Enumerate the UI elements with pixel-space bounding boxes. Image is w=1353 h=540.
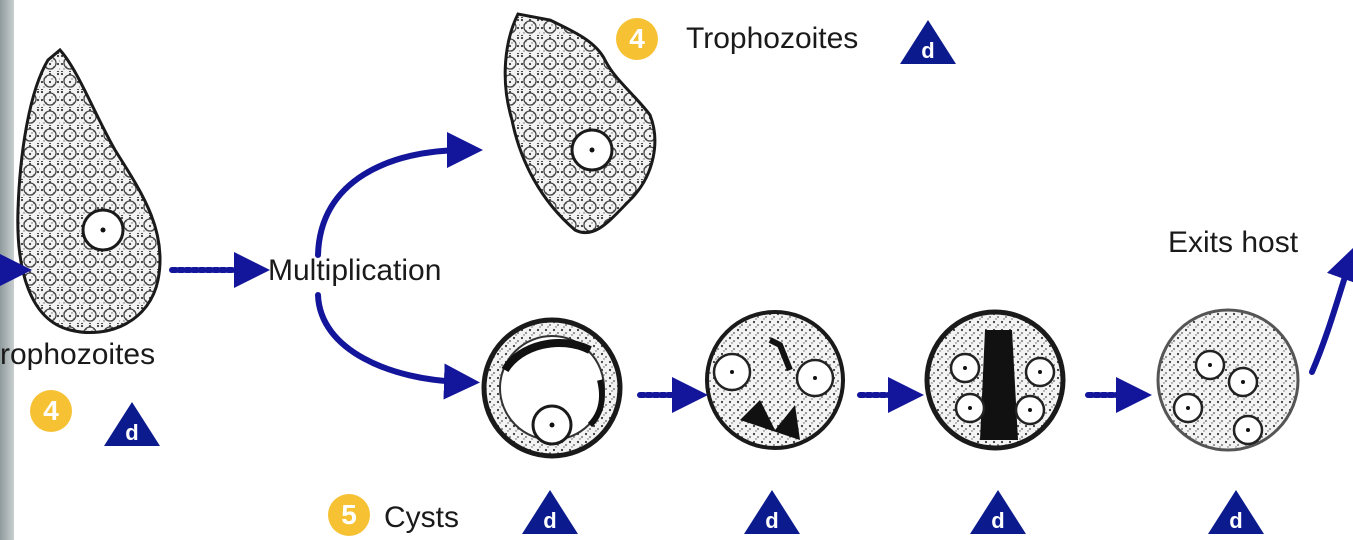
diagnostic-triangle-icon: d xyxy=(1206,488,1266,536)
trophozoite-left xyxy=(18,50,160,333)
diagnostic-triangle-icon: d xyxy=(102,400,162,448)
label-trophozoites-left: rophozoites xyxy=(0,340,155,370)
arrow-to-trophozoites xyxy=(318,150,465,255)
label-trophozoites-top: Trophozoites xyxy=(686,24,858,54)
diagnostic-label: d xyxy=(1206,510,1266,532)
diagnostic-label: d xyxy=(968,510,1028,532)
arrow-to-cysts xyxy=(318,295,462,382)
label-cysts: Cysts xyxy=(384,503,459,533)
arrow-exits-host xyxy=(1312,262,1350,372)
diagnostic-label: d xyxy=(898,40,958,62)
cyst-2 xyxy=(707,312,843,448)
cyst-1 xyxy=(484,320,620,456)
diagnostic-triangle-icon: d xyxy=(742,488,802,536)
diagnostic-label: d xyxy=(742,510,802,532)
diagnostic-label: d xyxy=(102,422,162,444)
diagnostic-triangle-icon: d xyxy=(520,488,580,536)
label-multiplication: Multiplication xyxy=(268,256,441,286)
cyst-4 xyxy=(1158,310,1298,450)
diagnostic-label: d xyxy=(520,510,580,532)
stage-badge-4-left: 4 xyxy=(30,390,72,432)
diagnostic-triangle-icon: d xyxy=(968,488,1028,536)
cyst-3 xyxy=(927,312,1063,448)
stage-badge-4-top: 4 xyxy=(616,18,658,60)
stage-badge-5: 5 xyxy=(328,494,370,536)
diagnostic-triangle-icon: d xyxy=(898,18,958,66)
label-exits-host: Exits host xyxy=(1168,228,1298,258)
